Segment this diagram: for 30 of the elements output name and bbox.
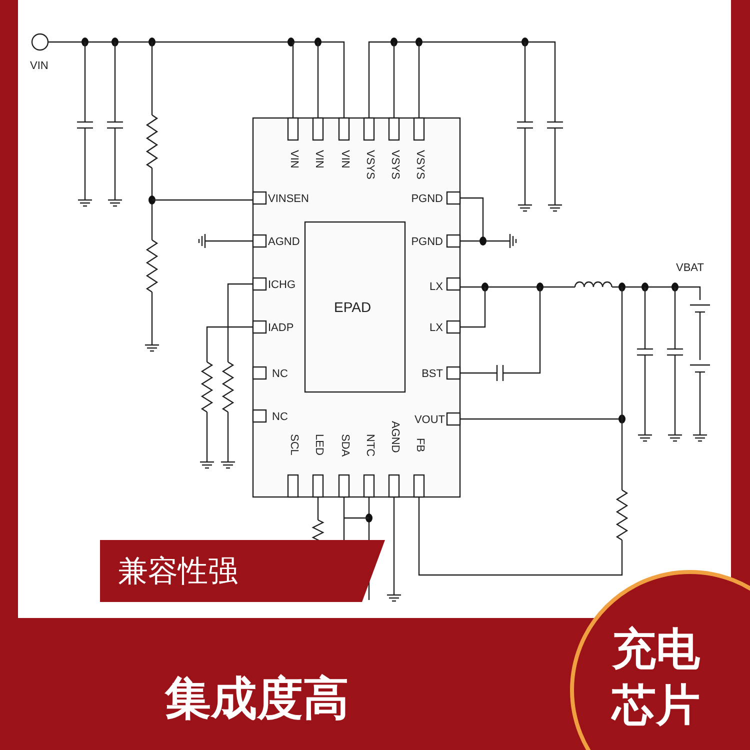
pin-label: NTC xyxy=(364,434,376,457)
pin-label: AGND xyxy=(268,236,300,248)
banner-text: 集成度高 xyxy=(165,670,349,727)
pin-label: VOUT xyxy=(414,414,445,426)
pin-label: VSYS xyxy=(389,150,401,180)
terminal-label: VIN xyxy=(30,60,48,72)
pad-label: EPAD xyxy=(334,301,372,313)
pin-label: PGND xyxy=(411,236,443,248)
pin-label: SCL xyxy=(288,434,300,456)
pin-label: VIN xyxy=(313,150,325,168)
pin-label: NC xyxy=(272,411,288,423)
pin-label: AGND xyxy=(389,421,401,453)
pin-label: VIN xyxy=(339,150,351,168)
pin-label: LED xyxy=(313,434,325,456)
pin-label: VSYS xyxy=(414,150,426,180)
pin-label: FB xyxy=(414,438,426,452)
pin-label: ICHG xyxy=(268,279,296,291)
pin-label: LX xyxy=(430,281,443,293)
pin-label: VIN xyxy=(288,150,300,168)
badge-text: 充电芯片 xyxy=(612,623,701,733)
pin-label: VSYS xyxy=(364,150,376,180)
pin-label: LX xyxy=(430,322,443,334)
pin-label: NC xyxy=(272,368,288,380)
pin-label: SDA xyxy=(339,434,351,457)
pin-label: VINSEN xyxy=(268,193,309,205)
banner-text: 兼容性强 xyxy=(118,553,238,591)
pin-label: IADP xyxy=(268,322,294,334)
pin-label: PGND xyxy=(411,193,443,205)
pin-label: BST xyxy=(422,368,443,380)
terminal-label: VBAT xyxy=(676,262,704,274)
